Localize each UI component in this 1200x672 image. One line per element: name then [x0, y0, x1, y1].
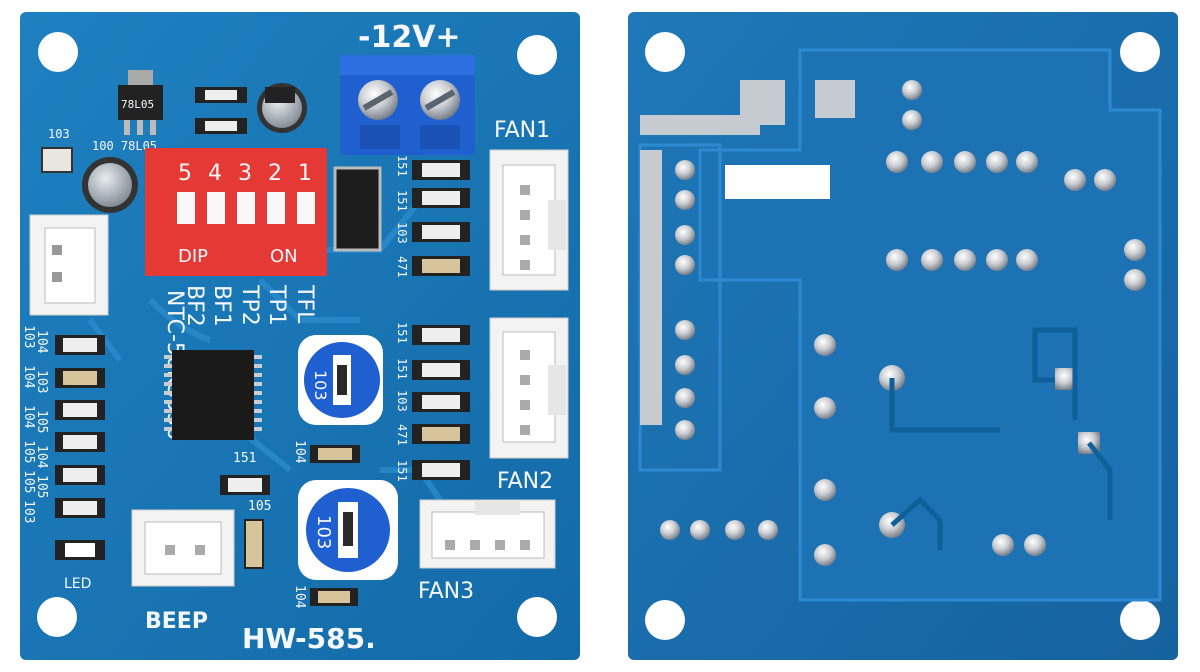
mounting-hole [38, 32, 78, 72]
left-label: 104 [21, 405, 36, 429]
left-label: 105 [21, 440, 36, 463]
small-label: 151 [233, 451, 256, 466]
dip-number: 1 [298, 161, 312, 186]
dip-toggle [297, 192, 315, 224]
solder-pad [815, 80, 855, 118]
left-label: 103 [34, 370, 49, 393]
solder-pad [740, 80, 785, 125]
r103-label: 103 [48, 127, 70, 141]
dip-label: DIP [178, 246, 208, 267]
diode [333, 166, 382, 252]
beep-connector [131, 509, 235, 587]
dip-toggle [207, 192, 225, 224]
mode-label: TFL [292, 284, 317, 324]
potentiometer: 103 [298, 335, 383, 425]
resistor-body [318, 591, 350, 603]
fan1-label: FAN1 [494, 118, 550, 143]
left-label: 103 [21, 325, 36, 348]
solder-strip [640, 115, 760, 135]
mode-label: TP1 [264, 284, 289, 326]
mounting-hole [1120, 32, 1160, 72]
small-label: 104 [292, 440, 307, 464]
dip-toggle [237, 192, 255, 224]
pot-label: 103 [313, 515, 334, 549]
small-label: 104 [292, 585, 307, 609]
dip-toggle [177, 192, 195, 224]
dip-number: 5 [178, 161, 192, 186]
beep-label: BEEP [145, 609, 208, 634]
left-resistor-column [55, 335, 105, 560]
left-label: 104 [21, 365, 36, 389]
fan1-connector [489, 149, 569, 291]
left-label: 103 [21, 500, 36, 523]
dip-number: 4 [208, 161, 222, 186]
back-board [628, 12, 1178, 660]
resistor [41, 147, 73, 173]
dip-number: 2 [268, 161, 282, 186]
cap-label: 100 78L05 [92, 139, 157, 153]
voltage-regulator: 78L05 [118, 70, 163, 135]
led-label: LED [64, 576, 91, 592]
mode-label: TP2 [237, 284, 262, 326]
dip-toggle [267, 192, 285, 224]
right-resistor-column [412, 160, 470, 480]
mode-label: BF2 [182, 285, 207, 327]
fan3-connector [419, 499, 556, 569]
right-label: 471 [395, 256, 409, 278]
label-area [725, 165, 830, 199]
left-label: 105 [34, 475, 49, 498]
ic-chip [164, 350, 262, 440]
capacitor-smd [244, 519, 264, 569]
mode-label: BF1 [209, 285, 234, 327]
potentiometer: 103 [298, 480, 398, 580]
small-label: 105 [248, 499, 271, 514]
resistor-body [228, 478, 262, 492]
right-label: 151 [395, 358, 409, 380]
resistor-body [318, 448, 352, 460]
right-label: 151 [395, 322, 409, 344]
regulator-label: 78L05 [121, 98, 154, 111]
left-label: 104 [34, 445, 49, 469]
mounting-hole [37, 597, 77, 637]
mounting-hole [645, 32, 685, 72]
solder-pads [660, 80, 1146, 566]
model-label: HW-585. [242, 622, 376, 655]
mounting-hole [1120, 600, 1160, 640]
mounting-hole [645, 600, 685, 640]
capacitor [82, 157, 138, 213]
mounting-hole [517, 35, 557, 75]
fan2-connector [489, 317, 569, 459]
right-label: 103 [395, 222, 409, 244]
dip-switch: 5 4 3 2 1 DIP ON [145, 148, 327, 276]
right-label: 151 [395, 190, 409, 212]
pot-label: 103 [311, 370, 330, 401]
power-label: -12V+ [358, 20, 461, 55]
mounting-hole [517, 597, 557, 637]
right-label: 151 [395, 155, 409, 177]
left-label: 105 [21, 470, 36, 493]
left-label: 105 [34, 410, 49, 433]
fan3-label: FAN3 [418, 579, 474, 604]
ntc-connector [29, 214, 109, 316]
dip-on-label: ON [270, 246, 298, 267]
right-label: 471 [395, 424, 409, 446]
screw-terminal [340, 55, 475, 155]
solder-strip [640, 150, 662, 425]
right-label: 151 [395, 460, 409, 482]
left-label: 104 [34, 330, 49, 354]
fan2-label: FAN2 [497, 469, 553, 494]
dip-number: 3 [238, 161, 252, 186]
smd-resistors-top [195, 87, 295, 134]
front-board: -12V+ 78L05 [20, 12, 580, 660]
right-label: 103 [395, 390, 409, 412]
